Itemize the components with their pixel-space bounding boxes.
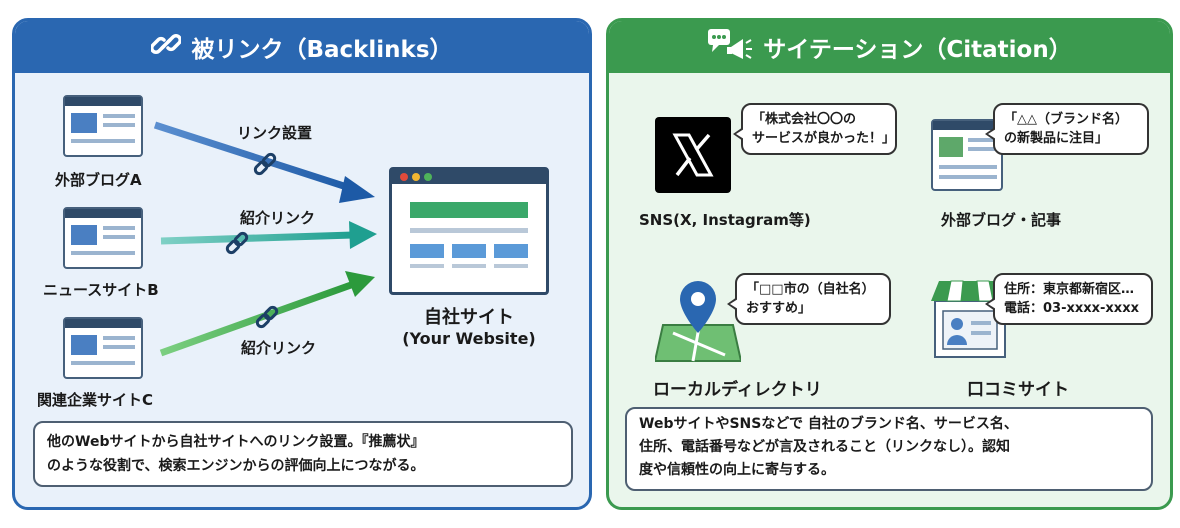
target-label-en: (Your Website) — [402, 329, 536, 348]
corp-window-icon — [63, 317, 143, 379]
citation-header: サイテーション（Citation） — [609, 21, 1170, 73]
review-label: 口コミサイト — [967, 380, 1069, 400]
target-label: 自社サイト — [424, 307, 514, 328]
link-arrows — [153, 121, 377, 357]
arrow-news — [160, 221, 377, 249]
arrow-corp — [159, 271, 375, 357]
blog-bubble-line1: 「△△（ブランド名） — [1004, 112, 1128, 127]
blog-speech-bubble: 「△△（ブランド名） の新製品に注目」 — [985, 103, 1149, 155]
citation-description-line3: 度や信頼性の向上に寄与する。 — [639, 462, 835, 478]
chain-icon-corp — [255, 305, 279, 329]
link-label-2: 紹介リンク — [240, 209, 316, 227]
backlinks-title: 被リンク（Backlinks） — [191, 37, 453, 63]
backlinks-header: 被リンク（Backlinks） — [15, 21, 589, 73]
backlinks-description: 他のWebサイトから自社サイトへのリンク設置。『推薦状』 のような役割で、検索エ… — [33, 421, 573, 487]
map-pin-icon — [653, 275, 743, 365]
website-window-icon — [389, 167, 549, 295]
chain-icon-news — [225, 231, 249, 255]
citation-description-line1: WebサイトやSNSなどで 自社のブランド名、サービス名、 — [639, 416, 1018, 432]
directory-label: ローカルディレクトリ — [653, 380, 822, 400]
blog-window-icon — [63, 95, 143, 157]
citation-description-line2: 住所、電話番号などが言及されること（リンクなし）。認知 — [639, 439, 1010, 455]
x-logo-icon — [655, 117, 731, 193]
arrow-blog — [153, 121, 375, 203]
sns-bubble-line2: サービスが良かった！」 — [752, 131, 896, 146]
source-label-blog: 外部ブログA — [55, 171, 142, 189]
review-speech-bubble: 住所：東京都新宿区… 電話：03-xxxx-xxxx — [985, 273, 1153, 325]
directory-bubble-line2: おすすめ」 — [746, 301, 812, 316]
link-label-3: 紹介リンク — [241, 339, 317, 357]
review-bubble-line2: 電話：03-xxxx-xxxx — [1004, 301, 1139, 316]
source-label-news: ニュースサイトB — [43, 281, 159, 299]
megaphone-chat-icon — [707, 27, 753, 67]
citation-panel: サイテーション（Citation） 「株式会社〇〇の サービスが良かった！」 S… — [606, 18, 1173, 510]
blog-label: 外部ブログ・記事 — [941, 211, 1062, 229]
sns-bubble-line1: 「株式会社〇〇の — [752, 112, 857, 127]
chain-icon-blog — [253, 152, 277, 176]
chain-link-icon — [150, 29, 183, 65]
news-window-icon — [63, 207, 143, 269]
link-label-1: リンク設置 — [237, 124, 313, 142]
citation-title: サイテーション（Citation） — [763, 37, 1072, 63]
backlinks-description-line1: 他のWebサイトから自社サイトへのリンク設置。『推薦状』 — [47, 434, 425, 450]
backlinks-description-line2: のような役割で、検索エンジンからの評価向上につながる。 — [47, 458, 425, 474]
review-bubble-line1: 住所：東京都新宿区… — [1004, 282, 1135, 297]
directory-bubble-line1: 「□□市の（自社名） — [746, 282, 875, 297]
blog-bubble-line2: の新製品に注目」 — [1004, 131, 1109, 146]
source-label-corp: 関連企業サイトC — [37, 391, 154, 409]
backlinks-panel: 被リンク（Backlinks） — [12, 18, 592, 510]
directory-speech-bubble: 「□□市の（自社名） おすすめ」 — [727, 273, 891, 325]
citation-description: WebサイトやSNSなどで 自社のブランド名、サービス名、 住所、電話番号などが… — [625, 407, 1153, 491]
sns-speech-bubble: 「株式会社〇〇の サービスが良かった！」 — [733, 103, 897, 155]
sns-label: SNS(X, Instagram等) — [639, 211, 811, 229]
